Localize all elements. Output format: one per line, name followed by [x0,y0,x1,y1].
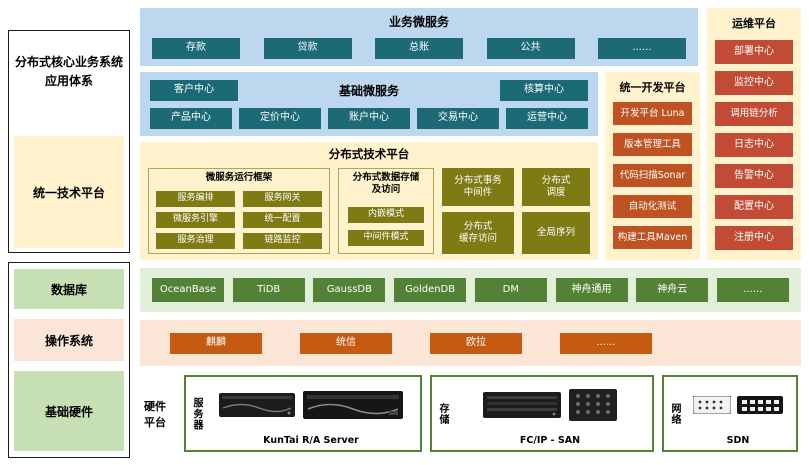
storage-middleware-mode: 中间件模式 [348,230,424,246]
runtime-gateway: 服务网关 [243,191,322,207]
ops-registry-center: 注册中心 [715,226,793,250]
db-gaussdb: GaussDB [313,278,386,302]
runtime-config: 统一配置 [243,212,322,228]
dev-tool-autotest: 自动化测试 [613,195,692,218]
db-tidb: TiDB [232,278,305,302]
service-node-deposit: 存款 [152,38,240,59]
dist-global-sequence: 全局序列 [522,212,590,254]
runtime-engine: 微服务引擎 [156,212,235,228]
ops-config-center: 配置中心 [715,195,793,219]
server-box: 服务器 [184,375,422,452]
dist-transaction-middleware: 分布式事务 中间件 [442,168,514,206]
service-node-public: 公共 [486,38,575,59]
dist-cache-access: 分布式 缓存访问 [442,212,514,254]
server-image-1 [219,393,295,421]
storage-embedded-mode: 内嵌模式 [348,207,424,223]
storage-caption: FC/IP - SAN [519,435,581,446]
dev-tool-sonar: 代码扫描Sonar [613,164,692,187]
service-node-pricing-center: 定价中心 [239,108,321,129]
os-kylin: 麒麟 [170,332,262,354]
app-system-label: 分布式核心业务系统 应用体系 [14,55,123,89]
app-system-group-box: 分布式核心业务系统 应用体系 统一技术平台 [8,30,130,253]
storage-box: 存储 [430,375,654,452]
ops-deploy-center: 部署中心 [715,40,793,64]
service-node-account-center: 账户中心 [328,108,410,129]
dev-tool-version: 版本管理工具 [613,133,692,156]
dist-tech-platform-panel: 分布式技术平台 微服务运行框架 服务编排 服务网关 微服务引擎 统一配置 服务治… [140,142,598,260]
runtime-orchestration: 服务编排 [156,191,235,207]
server-label: 服务器 [191,397,202,430]
os-uos: 统信 [300,332,392,354]
server-image-2 [303,391,403,423]
os-label: 操作系统 [14,319,124,361]
ops-platform-title: 运维平台 [732,17,776,30]
runtime-link-monitor: 链路监控 [243,233,322,249]
basic-microservices-title: 基础微服务 [338,84,399,98]
service-node-operation-center: 运营中心 [506,108,588,129]
storage-rack-image [483,392,561,422]
database-label: 数据库 [14,269,124,309]
db-shenzhou-general: 神舟通用 [555,278,628,302]
db-oceanbase: OceanBase [152,278,224,302]
basic-microservices-panel: 基础微服务 客户中心 核算中心 产品中心 定价中心 账户中心 交易中心 运营中心 [140,72,598,136]
dev-platform-title: 统一开发平台 [619,81,686,94]
storage-label: 存储 [437,402,448,425]
microservice-runtime-title: 微服务运行框架 [205,172,273,183]
dev-platform-panel: 统一开发平台 开发平台 Luna 版本管理工具 代码扫描Sonar 自动化测试 … [605,72,700,260]
hardware-platform-label: 硬件平台 [144,399,166,430]
ops-log-center: 日志中心 [715,133,793,157]
network-switch-image-1 [692,395,732,418]
service-node-product-center: 产品中心 [150,108,232,129]
ops-monitor-center: 监控中心 [715,71,793,95]
database-strip: OceanBase TiDB GaussDB GoldenDB DM 神舟通用 … [140,268,801,312]
storage-tower-image [569,389,617,425]
service-node-ledger: 总账 [375,38,463,59]
microservice-runtime-box: 微服务运行框架 服务编排 服务网关 微服务引擎 统一配置 服务治理 链路监控 [148,168,330,254]
os-more: ...... [560,332,652,354]
dist-data-storage-title: 分布式数据存储 及访问 [352,172,420,195]
db-more: ...... [716,278,789,302]
dist-tech-platform-title: 分布式技术平台 [328,147,410,161]
network-caption: SDN [726,435,750,446]
unified-tech-platform-label: 统一技术平台 [14,136,124,248]
service-node-accounting-center: 核算中心 [500,80,588,101]
business-microservices-title: 业务微服务 [388,15,449,29]
ops-alert-center: 告警中心 [715,164,793,188]
ops-platform-panel: 运维平台 部署中心 监控中心 调用链分析 日志中心 告警中心 配置中心 注册中心 [707,8,801,260]
os-strip: 麒麟 统信 欧拉 ...... [140,320,801,366]
ops-tracing-center: 调用链分析 [715,102,793,126]
dev-tool-maven: 构建工具Maven [613,226,692,249]
dev-tool-luna: 开发平台 Luna [613,102,692,125]
db-dm: DM [474,278,547,302]
db-shenzhou-cloud: 神舟云 [636,278,709,302]
network-label: 网络 [669,402,680,425]
network-box: 网络 [662,375,798,452]
os-euler: 欧拉 [430,332,522,354]
service-node-transaction-center: 交易中心 [417,108,499,129]
db-goldendb: GoldenDB [394,278,467,302]
network-switch-image-2 [737,396,783,418]
dist-data-storage-box: 分布式数据存储 及访问 内嵌模式 中间件模式 [338,168,434,254]
dist-scheduler: 分布式 调度 [522,168,590,206]
hardware-row: 硬件平台 服务器 [140,372,801,458]
runtime-governance: 服务治理 [156,233,235,249]
service-node-customer-center: 客户中心 [150,80,238,101]
business-microservices-panel: 业务微服务 存款 贷款 总账 公共 ...... [140,8,698,66]
base-hardware-label: 基础硬件 [14,371,124,451]
service-node-loan: 贷款 [263,38,352,59]
server-caption: KunTai R/A Server [263,435,359,446]
service-node-more: ...... [598,38,686,59]
infrastructure-group-box: 数据库 操作系统 基础硬件 [8,262,130,458]
